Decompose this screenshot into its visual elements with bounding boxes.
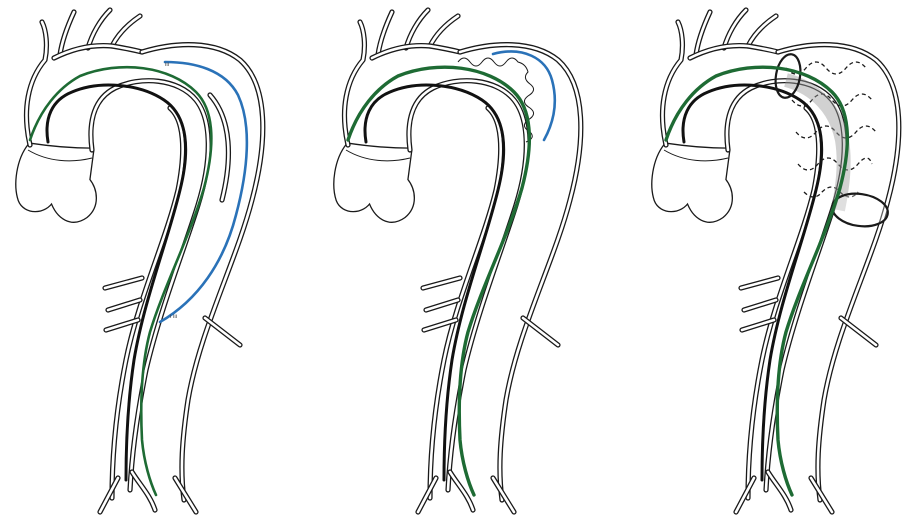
- exit-tear-mark: ι ιιι: [170, 314, 178, 320]
- panel-stent-graft: [654, 10, 899, 512]
- entry-tear-mark: ιιι: [165, 62, 170, 68]
- aorta-outline: [18, 10, 263, 512]
- panel-false-lumen-thrombosis: [336, 10, 581, 512]
- panel-dissection: ιιι ι ιιι: [18, 10, 263, 512]
